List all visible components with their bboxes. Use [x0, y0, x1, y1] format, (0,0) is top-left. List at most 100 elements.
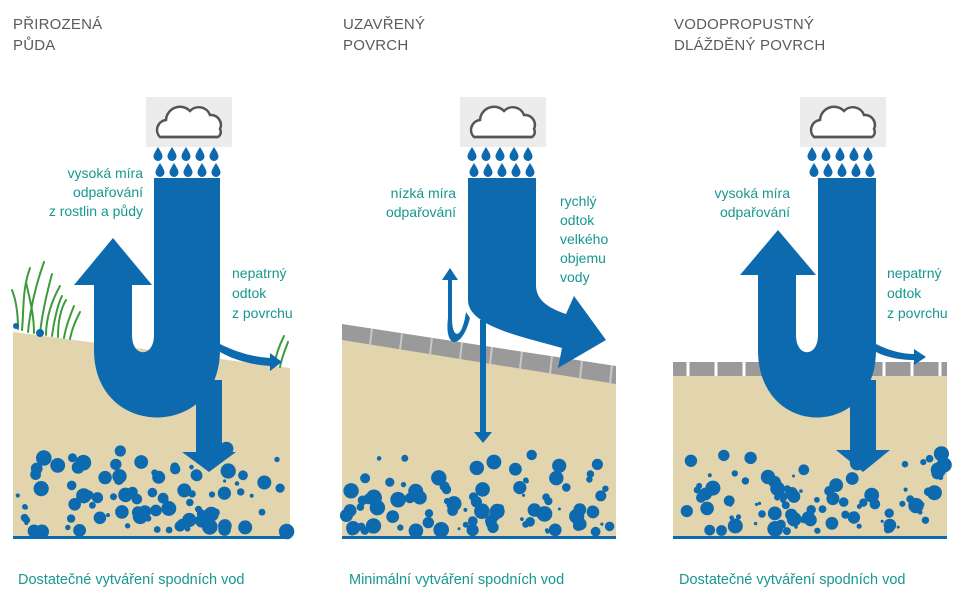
water-bubble [483, 491, 486, 495]
water-bubble [408, 523, 424, 539]
water-bubble [422, 516, 434, 529]
water-bubble [363, 493, 375, 505]
water-bubble [696, 482, 703, 489]
water-bubble [27, 524, 41, 538]
water-bubble [73, 524, 86, 537]
ground-baseline [342, 536, 616, 539]
water-bubble [767, 506, 782, 521]
water-bubble [735, 514, 742, 520]
water-bubble [170, 464, 181, 475]
water-bubble [591, 458, 604, 470]
water-bubble [275, 483, 285, 493]
water-bubble [220, 463, 236, 479]
water-bubble [718, 449, 730, 462]
panel-permeable-paving: VODOPROPUSTNÝ DLÁŽDĚNÝ POVRCH [673, 16, 952, 588]
water-bubble [257, 475, 272, 490]
water-bubble [218, 523, 231, 536]
water-bubble [208, 491, 216, 498]
water-bubble [908, 497, 924, 514]
water-bubble [814, 496, 820, 503]
water-bubble [33, 481, 49, 497]
water-bubble [114, 445, 126, 457]
water-bubble [859, 498, 868, 507]
water-bubble [84, 490, 94, 500]
water-bubble [115, 505, 129, 519]
water-bubble [68, 498, 81, 511]
water-bubble [385, 477, 395, 487]
water-bubble [586, 505, 600, 519]
panel-2-left-label: nízká míra odpařování [386, 185, 456, 220]
svg-text:nízká míra: nízká míra [391, 185, 457, 201]
water-bubble [521, 493, 526, 497]
water-bubble [153, 526, 161, 533]
sealed-pavement [342, 324, 616, 384]
water-bubble [106, 513, 110, 518]
water-bubble [390, 491, 406, 508]
water-bubble [595, 490, 607, 502]
water-bubble [475, 482, 490, 497]
water-bubble [360, 473, 371, 484]
water-bubble [600, 522, 604, 526]
water-bubble [704, 524, 716, 536]
water-bubble [469, 460, 484, 476]
water-bubble [814, 527, 821, 534]
panel-2-right-label: rychlý odtok velkého objemu vody [560, 193, 608, 285]
water-bubble [937, 474, 944, 481]
water-bubble [431, 470, 447, 486]
water-bubble [339, 509, 353, 522]
panel-2-caption: Minimální vytváření spodních vod [349, 572, 564, 588]
water-bubble [787, 490, 801, 503]
svg-text:vysoká míra: vysoká míra [68, 165, 144, 181]
water-bubble [134, 455, 149, 469]
water-bubble [731, 470, 738, 477]
water-bubble [112, 469, 127, 484]
water-bubble [586, 476, 593, 483]
water-bubble [223, 479, 227, 483]
water-bubble [152, 470, 166, 484]
water-bubble [147, 487, 158, 498]
water-bubble [684, 454, 698, 467]
svg-text:odpařování: odpařování [386, 204, 456, 220]
water-bubble [89, 501, 96, 509]
water-bubble [424, 509, 434, 518]
water-bubble [433, 522, 450, 538]
water-bubble [22, 504, 28, 510]
water-bubble [132, 508, 148, 525]
water-bubble [774, 494, 781, 501]
water-bubble [557, 507, 561, 511]
svg-text:z rostlin a půdy: z rostlin a půdy [49, 203, 143, 219]
water-bubble [278, 523, 295, 540]
water-bubble [930, 462, 947, 478]
water-bubble [729, 515, 734, 520]
water-bubble [513, 481, 527, 495]
water-bubble [360, 526, 369, 535]
water-bubble [586, 470, 595, 478]
panel-2-title-line1: UZAVŘENÝ [343, 16, 425, 33]
water-bubble [716, 525, 727, 536]
rain-cloud-icon [458, 95, 548, 177]
svg-text:odtok: odtok [560, 212, 595, 228]
water-bubble [903, 487, 908, 492]
water-bubble [800, 515, 808, 524]
water-bubble [527, 503, 542, 517]
water-flow-arrows [74, 178, 282, 472]
ground-baseline [673, 536, 947, 539]
water-bubble [497, 504, 504, 511]
water-bubble [727, 518, 743, 534]
groundwater-bubbles [15, 441, 295, 540]
panel-3-caption: Dostatečné vytváření spodních vod [679, 572, 906, 588]
water-bubble [365, 518, 382, 534]
svg-text:vody: vody [560, 269, 590, 285]
water-bubble [50, 458, 66, 473]
water-bubble [729, 503, 733, 507]
water-bubble [99, 478, 104, 483]
water-bubble [760, 469, 776, 485]
svg-text:odtok: odtok [887, 285, 922, 301]
water-bubble [446, 496, 462, 512]
water-bubble [238, 470, 248, 481]
water-bubble [552, 458, 567, 473]
water-bubble [190, 469, 203, 481]
water-bubble [880, 519, 884, 523]
water-bubble [562, 483, 571, 492]
ground-baseline [13, 536, 290, 539]
